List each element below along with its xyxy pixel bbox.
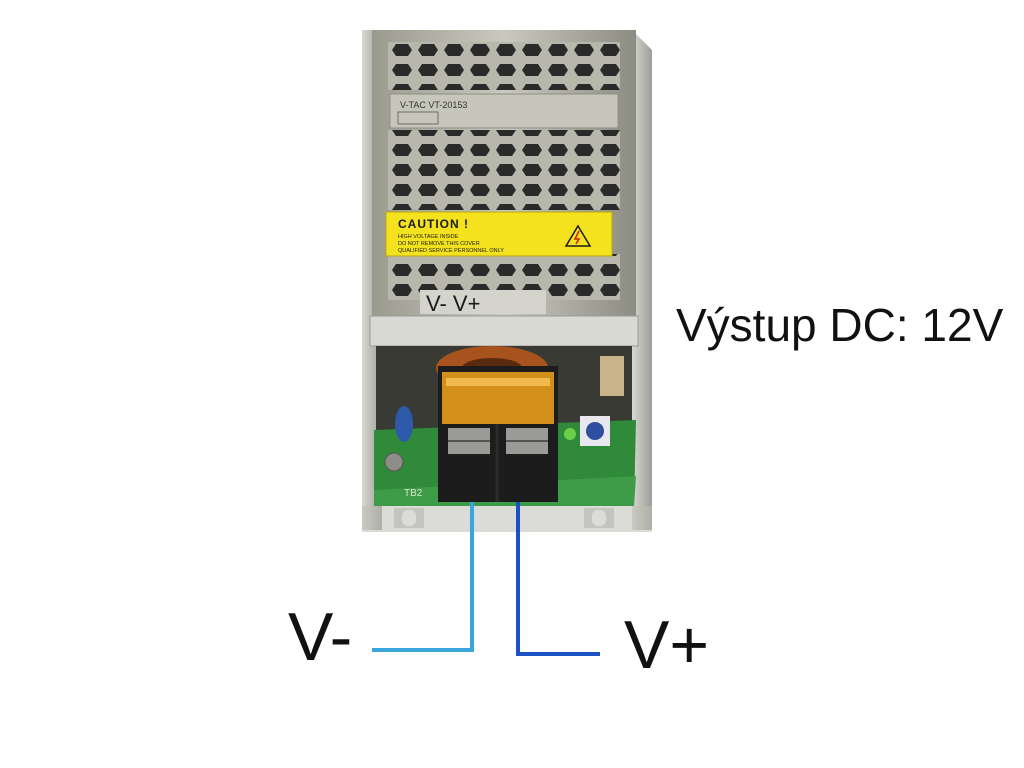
vplus-label: V+ [624,607,710,683]
terminal-marking-text: V- V+ [426,291,480,316]
ce-mark-box [397,111,439,125]
vminus-wire [372,502,474,652]
ventilation-middle [388,130,620,210]
housing-bottom-plate [362,506,652,532]
pcb-label: TB2 [404,488,423,499]
ventilation-top [388,42,620,90]
brand-label-text: V-TAC VT-20153 [400,100,467,110]
caution-line-1: HIGH VOLTAGE INSIDE [398,234,459,240]
resistor [600,356,624,396]
vplus-wire [516,502,600,656]
pcb-screw [384,452,404,472]
high-voltage-warning-icon [564,224,592,247]
dc-output-label: Výstup DC: 12V [676,299,1004,351]
blue-capacitor [395,406,413,442]
caution-title: CAUTION ! [398,217,469,231]
caution-line-3: QUALIFIED SERVICE PERSONNEL ONLY [398,248,504,254]
terminal-marking-plate [420,290,546,314]
green-led [564,428,576,440]
vminus-label: V- [288,599,353,675]
spec-label [389,93,619,129]
housing-right-rail [632,30,652,530]
caution-line-2: DO NOT REMOVE THIS COVER [398,241,480,247]
cover-front-edge [369,315,639,347]
